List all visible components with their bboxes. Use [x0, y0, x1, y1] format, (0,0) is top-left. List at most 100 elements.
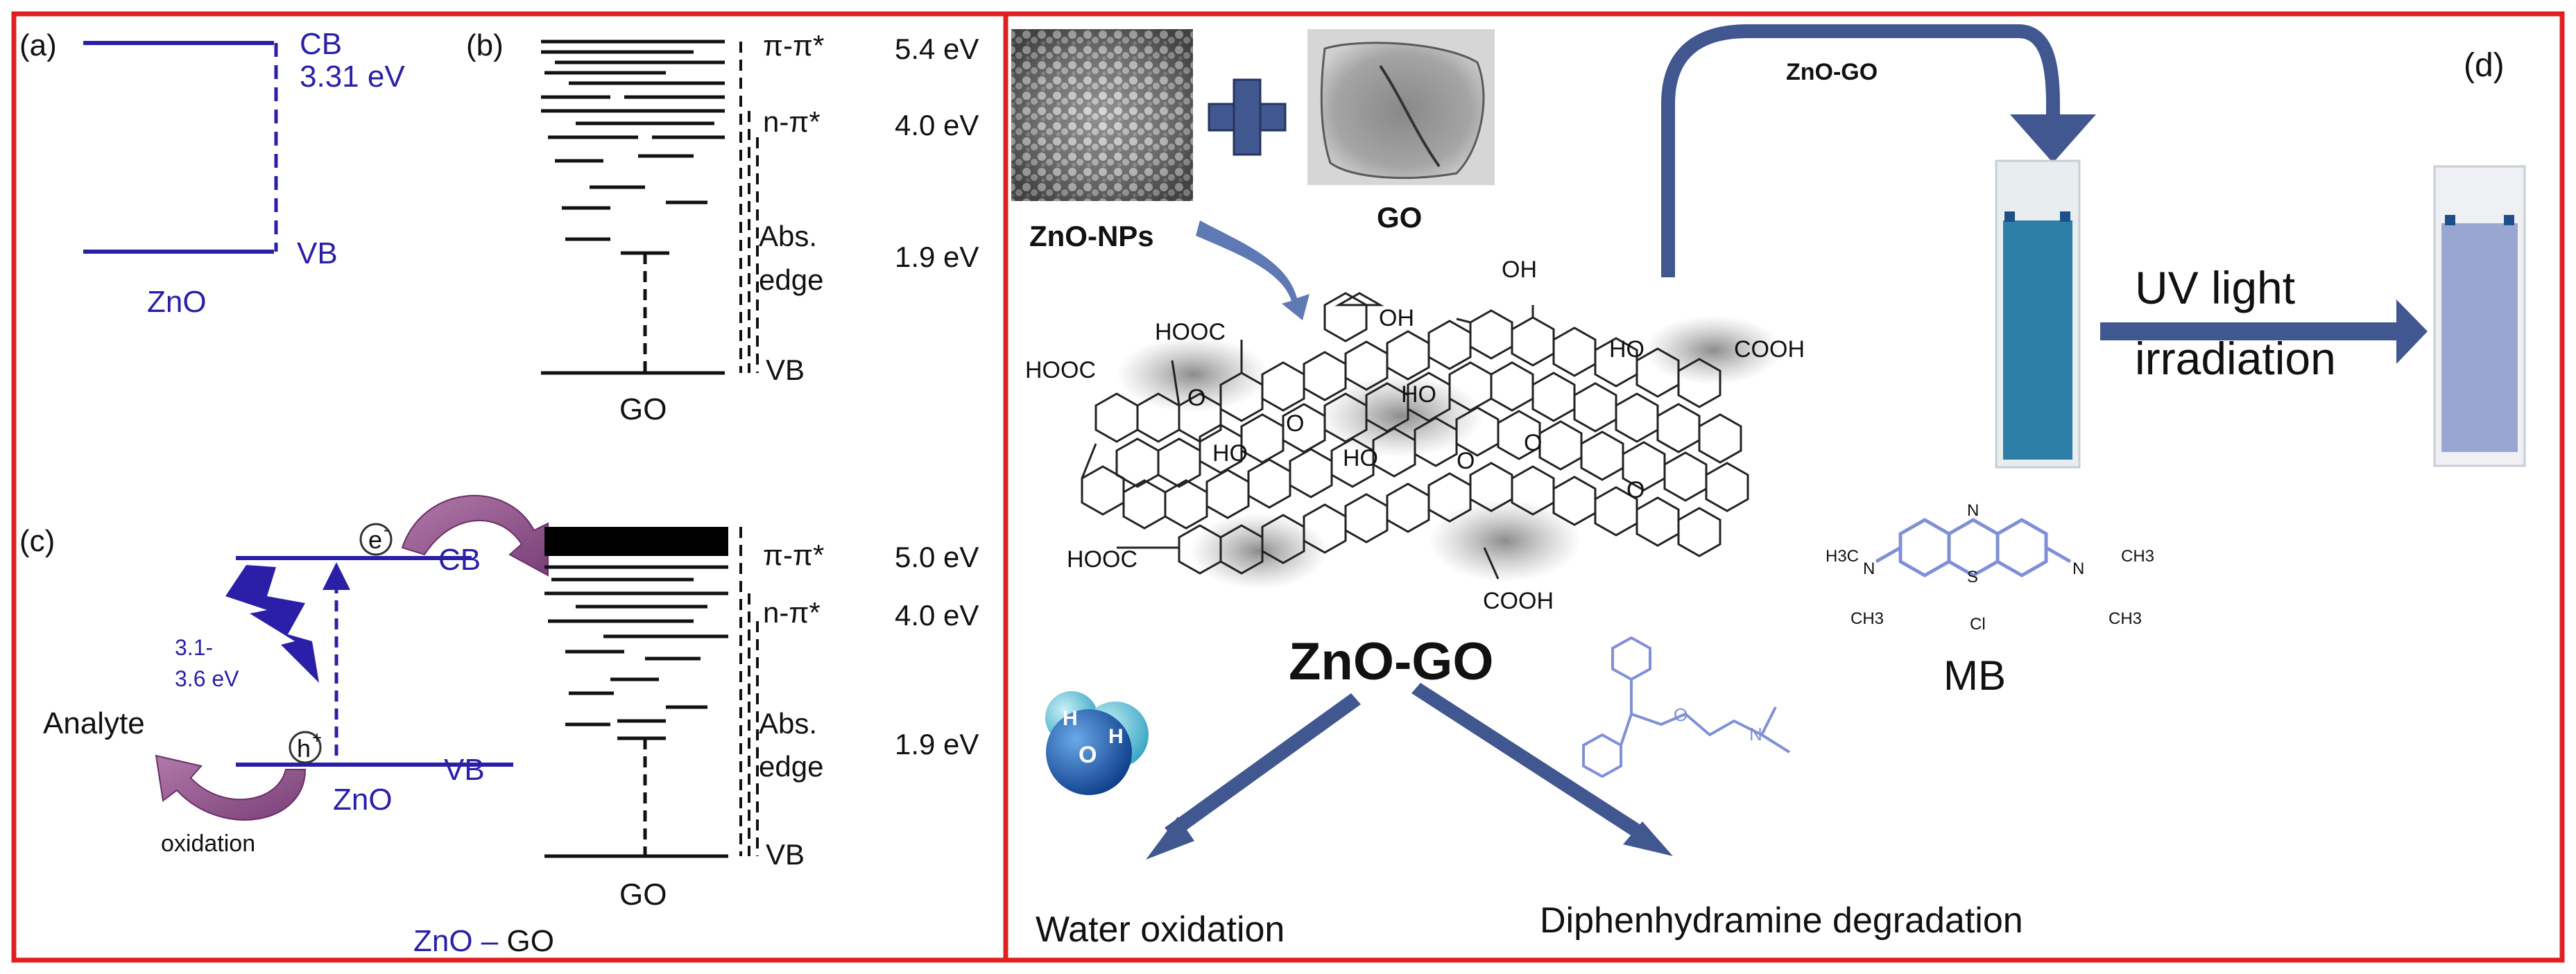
go-energy-3: 1.9 eV	[895, 241, 979, 273]
electron-sup: -	[384, 521, 389, 539]
mb-n-right: N	[2072, 559, 2084, 578]
dph-molecule	[1582, 636, 1791, 779]
panel-c: (c) 3.1- 3.6 eV e - CB h + VB ZnO Analyt…	[19, 494, 979, 958]
go-energy-2: 4.0 eV	[895, 109, 979, 141]
water-molecule: H H O	[1045, 691, 1149, 795]
c-go-pipi-label: π-π*	[763, 539, 824, 571]
fg-cooh-1: COOH	[1734, 336, 1805, 363]
go-edge-label: edge	[759, 263, 823, 296]
c-go-edge-label: edge	[759, 750, 823, 783]
oxidation-label: oxidation	[161, 830, 255, 857]
fg-oh-2: OH	[1379, 305, 1414, 331]
go-image-label: GO	[1377, 201, 1422, 234]
go-functional-groups: OH OH HOOC HOOC HO COOH O HO HO O HO O O…	[1025, 256, 1805, 614]
go-image	[1307, 29, 1495, 185]
fg-o-4: O	[1524, 430, 1542, 456]
zno-vb-label: VB	[297, 236, 338, 270]
electron-circle	[359, 523, 393, 556]
c-energy-2: 4.0 eV	[895, 599, 979, 632]
zno-nps-image	[1011, 29, 1193, 201]
cuvette-after	[2433, 165, 2526, 467]
go-pipi-label: π-π*	[763, 29, 824, 62]
panel-d-tag: (d)	[2464, 47, 2505, 84]
panel-c-tag: (c)	[19, 524, 55, 558]
go-cb-block	[544, 527, 728, 556]
lightning-icon	[225, 565, 319, 683]
dph-atom-o: O	[1674, 704, 1688, 725]
uv-label-2: irradiation	[2135, 333, 2336, 384]
composite-caption-go: GO	[507, 924, 554, 958]
c-go-npi-label: n-π*	[763, 596, 821, 629]
plus-icon	[1208, 78, 1287, 156]
panel-a: (a) CB 3.31 eV VB ZnO	[19, 27, 405, 319]
mb-label: MB	[1943, 652, 2006, 699]
c-gap-label-1: 3.1-	[175, 635, 213, 660]
fg-ho-1: HO	[1609, 336, 1645, 363]
composite-caption: ZnO – GO	[413, 924, 554, 958]
to-cuvette-arrow	[1661, 24, 2060, 277]
composite-label: ZnO-GO	[1289, 632, 1494, 691]
mb-atom-cl: Cl	[1970, 615, 1986, 634]
go-abs-label: Abs.	[759, 220, 817, 252]
hole-circle	[289, 731, 322, 764]
dph-degradation-label: Diphenhydramine degradation	[1540, 901, 2023, 941]
c-energy-3: 1.9 eV	[895, 728, 979, 760]
mb-h3c-top: H3C	[1826, 547, 1859, 566]
mb-molecule	[1875, 518, 2072, 577]
c-zno-label: ZnO	[333, 783, 393, 817]
fg-hooc-1: HOOC	[1155, 319, 1226, 345]
fg-o-3: O	[1457, 448, 1475, 474]
c-energy-1: 5.0 eV	[895, 541, 979, 573]
c-gap-label-2: 3.6 eV	[175, 666, 239, 691]
to-cuvette-arrowhead	[2010, 114, 2096, 163]
c-cb-label: CB	[438, 543, 481, 577]
mb-ch3-top: CH3	[2121, 547, 2154, 566]
c-go-levels	[544, 565, 728, 858]
go-material-label: GO	[619, 392, 667, 426]
panel-d: (d) ZnO-NPs GO ZnO-GO	[1011, 24, 2526, 950]
split-arrows	[1146, 683, 1673, 860]
uv-arrow	[2100, 299, 2428, 364]
fg-o-5: O	[1626, 477, 1645, 503]
water-h-1: H	[1063, 707, 1078, 730]
mb-atom-s: S	[1967, 568, 1978, 586]
mb-n-left: N	[1863, 559, 1875, 578]
fg-ho-3: HO	[1212, 440, 1248, 467]
c-go-bracket-dashes	[739, 527, 759, 856]
go-npi-label: n-π*	[763, 105, 821, 138]
go-energy-1: 5.4 eV	[895, 33, 979, 65]
go-vb-label: VB	[766, 354, 805, 386]
mb-atoms: N S Cl N N H3C CH3 CH3 CH3	[1826, 501, 2154, 634]
electron-transfer-arrow	[401, 494, 549, 577]
cuvette-before	[1995, 159, 2081, 469]
panel-b: (b) π-π* n-π*	[466, 28, 979, 426]
dph-atom-n: N	[1749, 724, 1762, 745]
c-go-abs-label: Abs.	[759, 707, 817, 740]
water-oxidation-label: Water oxidation	[1036, 910, 1285, 950]
fg-oh-1: OH	[1502, 256, 1537, 283]
go-bracket-dashes	[739, 42, 759, 373]
fg-o-2: O	[1286, 410, 1304, 437]
water-h-2: H	[1108, 725, 1124, 748]
panel-a-tag: (a)	[19, 28, 57, 62]
c-go-label: GO	[619, 878, 667, 912]
panel-b-tag: (b)	[466, 28, 504, 62]
left-frame	[11, 11, 1008, 963]
right-frame	[1003, 11, 2565, 963]
composite-caption-zno: ZnO –	[413, 924, 507, 958]
analyte-label: Analyte	[43, 706, 145, 740]
mb-ch3-right: CH3	[2109, 609, 2142, 628]
zno-material-label: ZnO	[147, 285, 207, 319]
water-o: O	[1079, 742, 1097, 768]
zno-gap-label: 3.31 eV	[300, 60, 405, 94]
mb-ch3-left: CH3	[1851, 609, 1884, 628]
zno-cb-label: CB	[300, 27, 342, 61]
uv-label-1: UV light	[2135, 262, 2295, 313]
fg-o-1: O	[1187, 385, 1205, 411]
oxidation-arrow	[155, 754, 307, 821]
fg-ho-4: HO	[1343, 445, 1378, 471]
mix-arrow	[1196, 220, 1310, 320]
fg-hooc-2: HOOC	[1025, 357, 1096, 383]
zno-nps-label: ZnO-NPs	[1029, 220, 1154, 252]
c-go-vb-label: VB	[766, 838, 805, 871]
